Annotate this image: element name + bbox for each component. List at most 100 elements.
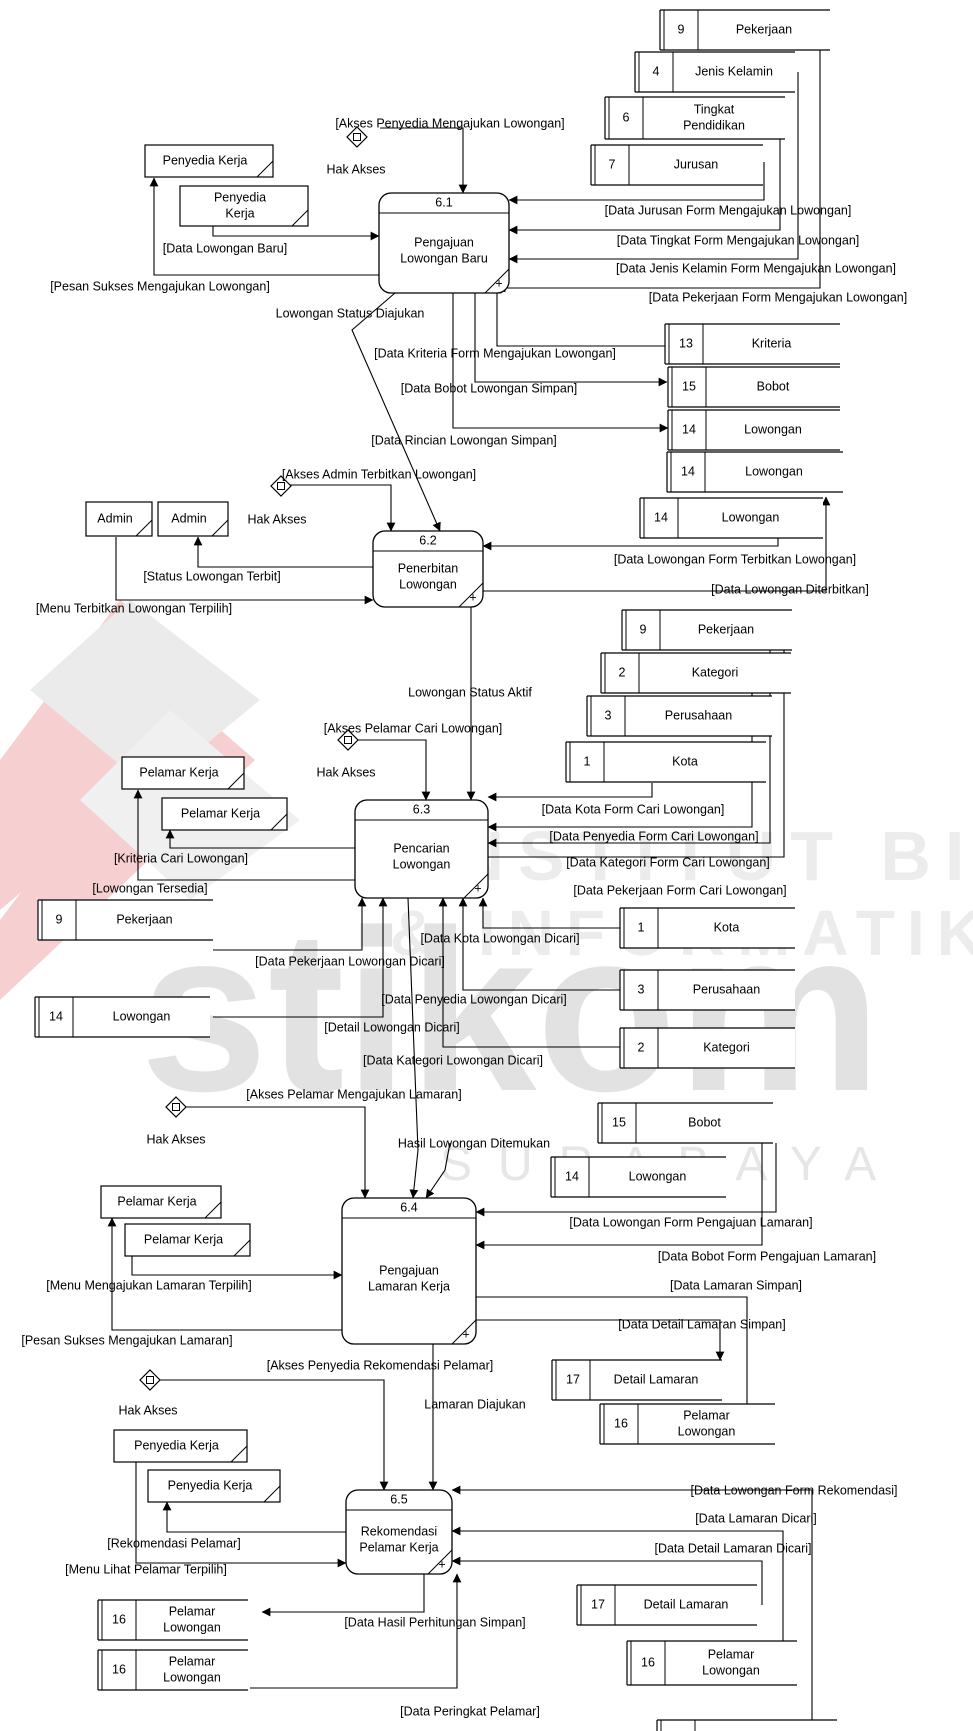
external-entity[interactable]: Penyedia Kerja xyxy=(113,1429,248,1463)
flow-label: [Data Lamaran Simpan] xyxy=(670,1278,802,1292)
flow-arrow xyxy=(451,1485,813,1731)
entity-name: Penyedia Kerja xyxy=(163,153,248,167)
external-entity[interactable]: Penyedia Kerja xyxy=(144,144,274,178)
external-entity[interactable]: Admin xyxy=(85,501,153,537)
external-entity[interactable]: Penyedia Kerja xyxy=(147,1469,281,1503)
flow-arrow xyxy=(213,897,388,1018)
data-store[interactable]: 17 Detail Lamaran xyxy=(551,1359,722,1401)
store-name: Pendidikan xyxy=(683,118,745,132)
flow-arrow xyxy=(508,136,781,235)
flow-arrow xyxy=(508,162,765,205)
flow-label: Lowongan Status Aktif xyxy=(408,685,532,699)
flow-label: [Detail Lowongan Dicari] xyxy=(324,1020,460,1034)
process-id: 6.1 xyxy=(435,195,452,209)
store-name: Lowongan xyxy=(722,510,780,524)
expand-icon: + xyxy=(462,1327,469,1341)
flow-label: [Data Kategori Form Cari Lowongan] xyxy=(566,855,770,869)
external-entity[interactable]: Pelamar Kerja xyxy=(100,1185,222,1219)
access-diamond-icon xyxy=(337,729,359,751)
flow-arrow xyxy=(133,789,355,881)
store-name: Perusahaan xyxy=(665,708,732,722)
store-name: Pekerjaan xyxy=(698,622,754,636)
hak-akses-label: Hak Akses xyxy=(316,765,375,779)
store-number: 16 xyxy=(614,1416,628,1430)
store-name: Kategori xyxy=(692,665,739,679)
store-name: Bobot xyxy=(757,379,790,393)
flow-arrow xyxy=(452,293,669,433)
process-name: Lowongan xyxy=(393,857,451,871)
external-entity[interactable]: Pelamar Kerja xyxy=(121,756,245,790)
data-store[interactable]: 14 Lowongan xyxy=(666,451,843,493)
flow-label: [Akses Pelamar Mengajukan Lamaran] xyxy=(246,1087,461,1101)
store-number: 14 xyxy=(565,1169,579,1183)
flow-arrow xyxy=(356,739,431,801)
flow-label: [Akses Pelamar Cari Lowongan] xyxy=(324,721,503,735)
store-number: 14 xyxy=(681,464,695,478)
store-number: 1 xyxy=(638,920,645,934)
store-name: Jurusan xyxy=(674,157,719,171)
store-number: 9 xyxy=(56,912,63,926)
store-name: Detail Lamaran xyxy=(614,1372,699,1386)
flow-label: [Data Lowongan Form Pengajuan Lamaran] xyxy=(569,1215,812,1229)
watermark-logo-gray xyxy=(30,600,260,790)
flow-label: [Data Jenis Kelamin Form Mengajukan Lowo… xyxy=(616,261,896,275)
store-name: Pekerjaan xyxy=(736,22,792,36)
store-number: 17 xyxy=(566,1372,580,1386)
external-entity[interactable]: Admin xyxy=(157,501,229,537)
store-name: Lowongan xyxy=(745,464,803,478)
flow-arrow xyxy=(162,1501,346,1533)
flow-arrow xyxy=(160,1379,389,1491)
flow-arrow xyxy=(149,177,379,276)
flow-label: [Data Pekerjaan Lowongan Dicari] xyxy=(255,954,445,968)
store-name: Pekerjaan xyxy=(116,912,172,926)
store-name: Pelamar xyxy=(683,1408,730,1422)
external-entity[interactable]: Pelamar Kerja xyxy=(124,1223,251,1257)
flow-label: [Menu Lihat Pelamar Terpilih] xyxy=(65,1562,227,1576)
process-name: Pencarian xyxy=(393,841,449,855)
store-name: Pelamar xyxy=(169,1604,216,1618)
flow-arrow xyxy=(212,226,380,241)
flow-label: [Status Lowongan Terbit] xyxy=(143,569,280,583)
flow-arrow xyxy=(492,284,665,347)
store-name: Perusahaan xyxy=(693,982,760,996)
flow-arrow xyxy=(458,897,620,991)
store-number: 14 xyxy=(682,422,696,436)
store-number: 16 xyxy=(112,1662,126,1676)
flow-arrow xyxy=(438,897,620,1048)
entity-name: Penyedia Kerja xyxy=(168,1478,253,1492)
watermark-logo-red xyxy=(0,600,250,910)
data-store[interactable]: 9 Pekerjaan xyxy=(37,899,213,941)
external-entity[interactable]: Pelamar Kerja xyxy=(161,797,288,831)
